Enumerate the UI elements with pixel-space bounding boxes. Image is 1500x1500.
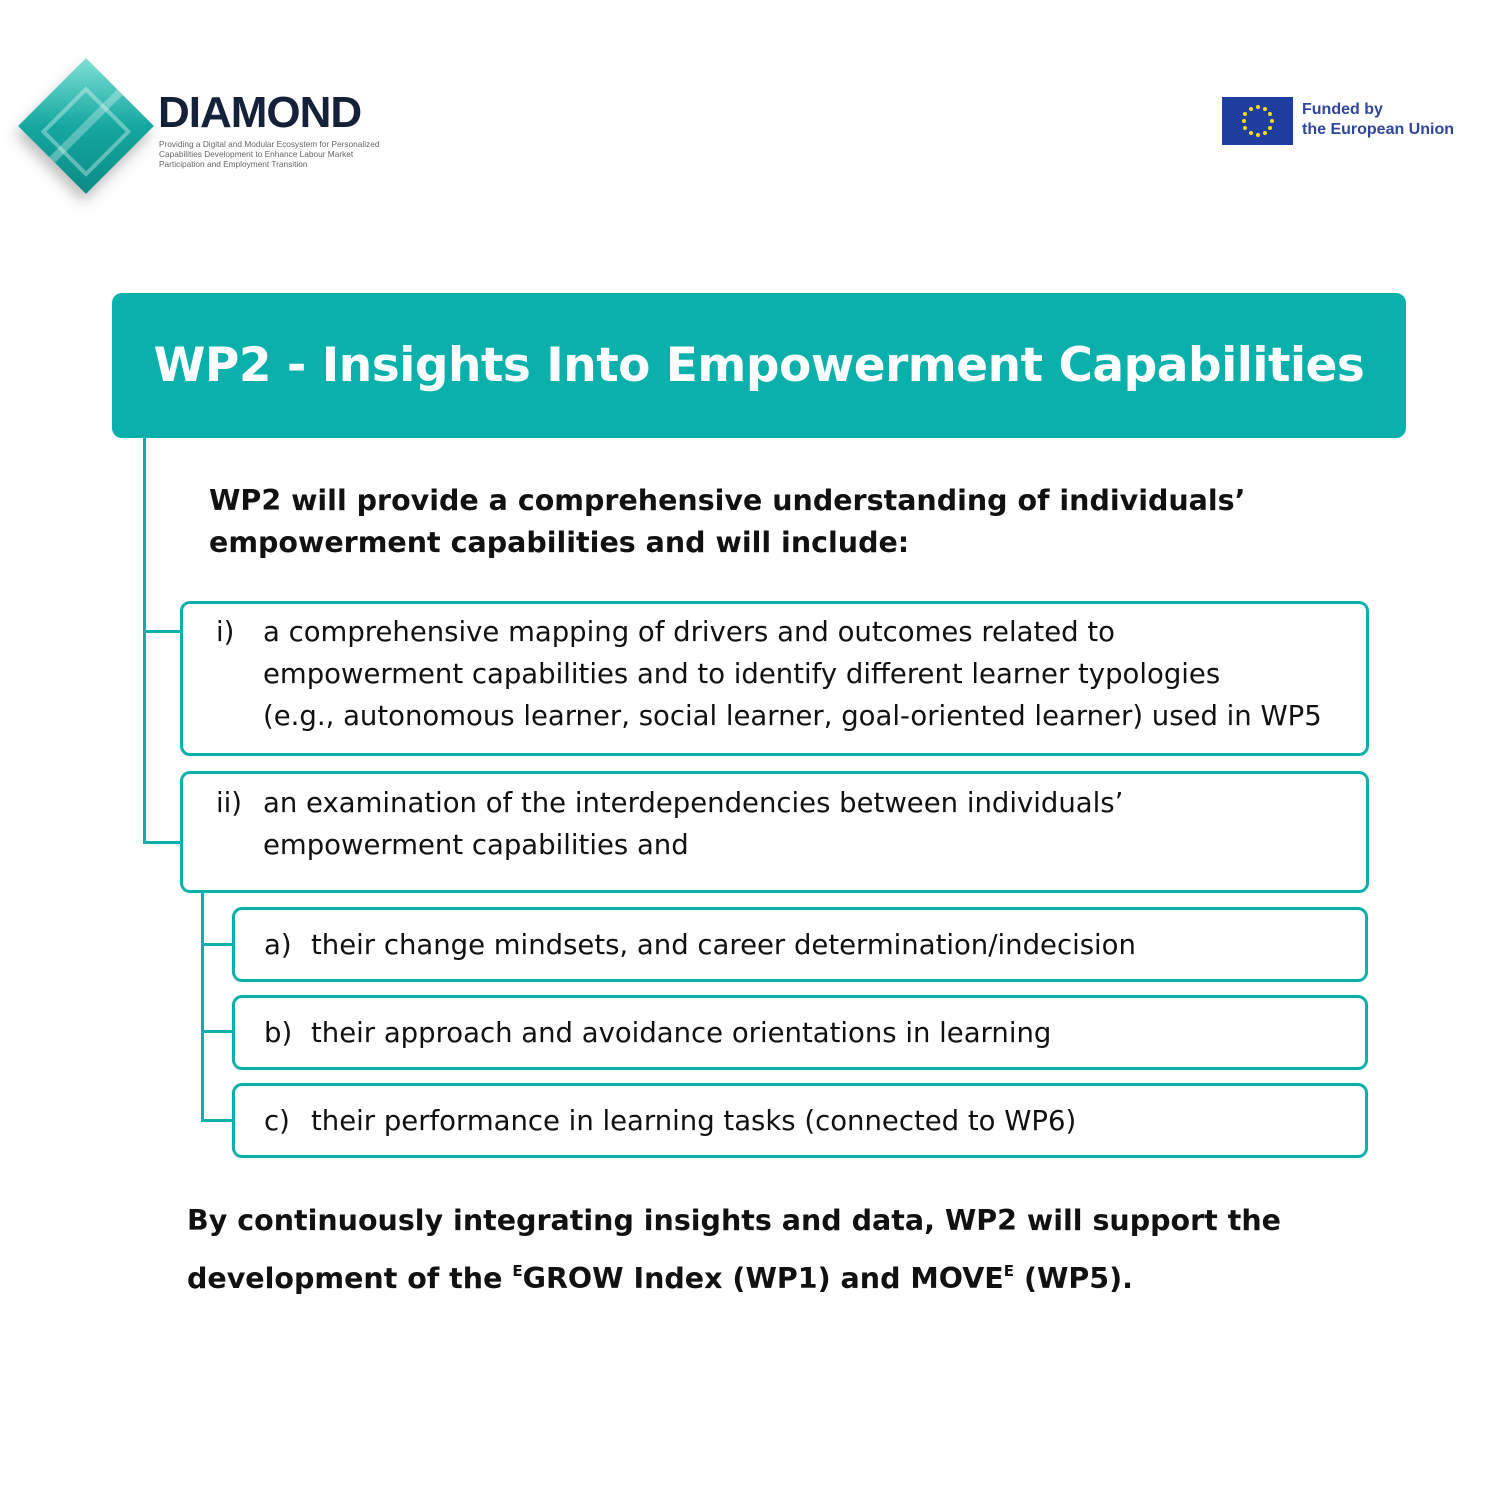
connector-branch — [201, 1030, 235, 1033]
connector-line — [201, 890, 204, 1122]
brand-name: DIAMOND — [158, 88, 362, 137]
text-span: (WP5). — [1014, 1262, 1133, 1295]
item-label: a) — [264, 929, 292, 961]
funding-line-1: Funded by — [1302, 101, 1383, 118]
brand-tagline: Providing a Digital and Modular Ecosyste… — [159, 139, 380, 169]
eu-star-icon — [1243, 126, 1248, 130]
sub-list-item: a) their change mindsets, and career det… — [232, 907, 1368, 982]
item-text: an examination of the interdependencies … — [263, 782, 1123, 866]
eu-flag-icon — [1222, 97, 1293, 145]
item-label: c) — [264, 1105, 290, 1137]
eu-star-icon — [1267, 126, 1272, 130]
page-title: WP2 - Insights Into Empowerment Capabili… — [112, 293, 1406, 438]
list-item: i) a comprehensive mapping of drivers an… — [180, 601, 1369, 756]
item-label: b) — [264, 1017, 293, 1049]
text-span: GROW Index (WP1) and MOVE — [522, 1262, 1004, 1295]
eu-star-icon — [1255, 105, 1260, 109]
eu-star-icon — [1255, 133, 1260, 137]
sub-list-item: b) their approach and avoidance orientat… — [232, 995, 1368, 1070]
conclusion-text: By continuously integrating insights and… — [187, 1196, 1387, 1304]
funding-text: Funded by the European Union — [1302, 100, 1454, 140]
item-text: their approach and avoidance orientation… — [311, 1017, 1052, 1049]
eu-star-icon — [1241, 119, 1246, 123]
item-label: ii) — [216, 787, 243, 819]
conclusion-line-1: By continuously integrating insights and… — [187, 1204, 1281, 1237]
text-span: development of the — [187, 1262, 513, 1295]
eu-star-icon — [1269, 119, 1274, 123]
eu-star-icon — [1262, 131, 1267, 136]
item-line: empowerment capabilities and — [263, 829, 689, 861]
eu-star-icon — [1267, 112, 1272, 116]
conclusion-line-2: development of the EGROW Index (WP1) and… — [187, 1246, 1387, 1304]
intro-line-1: WP2 will provide a comprehensive underst… — [209, 484, 1246, 517]
intro-text: WP2 will provide a comprehensive underst… — [209, 480, 1309, 564]
item-line: (e.g., autonomous learner, social learne… — [263, 700, 1322, 732]
list-item: ii) an examination of the interdependenc… — [180, 771, 1369, 893]
item-line: empowerment capabilities and to identify… — [263, 658, 1221, 690]
item-line: an examination of the interdependencies … — [263, 787, 1124, 819]
intro-line-2: empowerment capabilities and will includ… — [209, 526, 910, 559]
eu-star-icon — [1243, 112, 1248, 116]
item-label: i) — [216, 616, 235, 648]
funding-line-2: the European Union — [1302, 121, 1454, 138]
item-text: their change mindsets, and career determ… — [311, 929, 1136, 961]
item-text: a comprehensive mapping of drivers and o… — [263, 611, 1322, 737]
superscript: E — [512, 1262, 523, 1280]
eu-star-icon — [1248, 106, 1253, 111]
eu-star-icon — [1262, 106, 1267, 111]
item-line: a comprehensive mapping of drivers and o… — [263, 616, 1115, 648]
diamond-logo-icon — [18, 58, 154, 194]
sub-list-item: c) their performance in learning tasks (… — [232, 1083, 1368, 1158]
superscript: E — [1003, 1262, 1015, 1280]
connector-branch — [201, 1119, 235, 1122]
item-text: their performance in learning tasks (con… — [311, 1105, 1077, 1137]
connector-branch — [201, 943, 235, 946]
eu-star-icon — [1248, 131, 1253, 136]
connector-line — [143, 436, 146, 844]
connector-branch — [143, 630, 183, 633]
connector-branch — [143, 841, 183, 844]
